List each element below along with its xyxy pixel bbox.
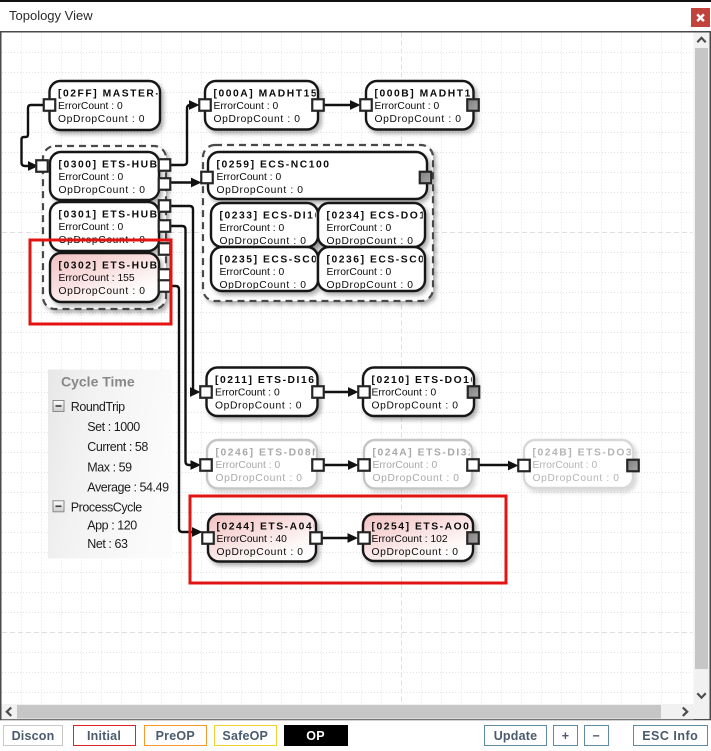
svg-text:[0210] ETS-DO16ML: [0210] ETS-DO16ML [372,375,496,386]
svg-text:Cycle Time: Cycle Time [61,374,135,390]
svg-text:ErrorCount : 0: ErrorCount : 0 [533,460,598,471]
svg-text:[024A] ETS-DI32ML: [024A] ETS-DI32ML [373,448,494,459]
svg-text:OpDropCount : 0: OpDropCount : 0 [59,286,146,297]
svg-text:ErrorCount : 0: ErrorCount : 0 [220,223,285,234]
svg-text:[0235] ECS-SC02A: [0235] ECS-SC02A [220,255,335,266]
svg-text:OpDropCount : 0: OpDropCount : 0 [220,236,307,247]
svg-text:ErrorCount : 0: ErrorCount : 0 [215,388,280,399]
svg-text:ErrorCount : 0: ErrorCount : 0 [375,101,440,112]
svg-text:ErrorCount : 0: ErrorCount : 0 [220,267,285,278]
svg-text:[0234] ECS-DO16ML: [0234] ECS-DO16ML [327,211,452,222]
svg-text:[000A] MADHT1505: [000A] MADHT1505 [214,89,333,100]
svg-text:OpDropCount : 0: OpDropCount : 0 [217,185,304,196]
svg-text:[0211] ETS-DI16ML: [0211] ETS-DI16ML [215,375,333,386]
svg-text:OpDropCount : 0: OpDropCount : 0 [59,185,146,196]
svg-text:ErrorCount : 102: ErrorCount : 102 [372,534,448,545]
svg-text:ErrorCount : 0: ErrorCount : 0 [327,267,392,278]
svg-text:[02FF] MASTER-M1: [02FF] MASTER-M1 [58,89,178,100]
svg-text:OpDropCount : 0: OpDropCount : 0 [220,280,307,291]
svg-text:[0302] ETS-HUB08: [0302] ETS-HUB08 [59,261,174,272]
svg-text:OpDropCount : 0: OpDropCount : 0 [375,114,462,125]
svg-text:[024B] ETS-DO32ML: [024B] ETS-DO32ML [533,448,659,459]
svg-text:[0244] ETS-A04000: [0244] ETS-A04000 [217,522,336,533]
svg-text:OpDropCount : 0: OpDropCount : 0 [372,547,459,558]
svg-text:ErrorCount : 0: ErrorCount : 0 [59,172,124,183]
svg-text:RoundTrip: RoundTrip [71,400,125,414]
svg-text:OpDropCount : 0: OpDropCount : 0 [373,473,460,484]
svg-text:ErrorCount : 40: ErrorCount : 40 [217,534,288,545]
svg-text:[0301] ETS-HUB08: [0301] ETS-HUB08 [59,210,174,221]
svg-text:[0254] ETS-AO0400: [0254] ETS-AO0400 [372,522,493,533]
svg-text:ErrorCount : 0: ErrorCount : 0 [373,460,438,471]
svg-text:OpDropCount : 0: OpDropCount : 0 [217,547,304,558]
svg-text:[000B] MADHT1505: [000B] MADHT1505 [375,89,494,100]
svg-text:App : 120: App : 120 [87,518,137,532]
svg-text:Set : 1000: Set : 1000 [87,420,140,434]
svg-text:ProcessCycle: ProcessCycle [71,500,143,514]
svg-text:[0300] ETS-HUB08: [0300] ETS-HUB08 [59,160,174,171]
svg-text:OpDropCount : 0: OpDropCount : 0 [216,473,303,484]
svg-text:ErrorCount : 0: ErrorCount : 0 [58,101,123,112]
svg-text:OpDropCount : 0: OpDropCount : 0 [215,400,302,411]
svg-text:[0236] ECS-SC02A: [0236] ECS-SC02A [327,255,442,266]
svg-text:Max : 59: Max : 59 [87,460,132,474]
svg-text:OpDropCount : 0: OpDropCount : 0 [327,280,414,291]
svg-text:ErrorCount : 155: ErrorCount : 155 [59,273,135,284]
svg-text:OpDropCount : 0: OpDropCount : 0 [533,473,620,484]
svg-text:ErrorCount : 0: ErrorCount : 0 [372,388,437,399]
svg-text:ErrorCount : 0: ErrorCount : 0 [216,460,281,471]
svg-text:OpDropCount : 0: OpDropCount : 0 [327,236,414,247]
svg-text:OpDropCount : 0: OpDropCount : 0 [58,114,145,125]
svg-text:ErrorCount : 0: ErrorCount : 0 [217,172,282,183]
svg-text:ErrorCount : 0: ErrorCount : 0 [214,101,279,112]
svg-text:Net : 63: Net : 63 [87,537,128,551]
svg-text:OpDropCount : 0: OpDropCount : 0 [214,114,301,125]
svg-text:[0259] ECS-NC100: [0259] ECS-NC100 [217,160,331,171]
svg-text:OpDropCount : 0: OpDropCount : 0 [372,400,459,411]
svg-text:ErrorCount : 0: ErrorCount : 0 [327,223,392,234]
svg-text:[0246] ETS-D08MR: [0246] ETS-D08MR [216,448,332,459]
svg-text:Average : 54.49: Average : 54.49 [87,481,169,495]
svg-text:Current : 58: Current : 58 [87,440,148,454]
svg-text:[0233] ECS-DI16ML: [0233] ECS-DI16ML [220,211,340,222]
svg-text:ErrorCount : 0: ErrorCount : 0 [59,222,124,233]
